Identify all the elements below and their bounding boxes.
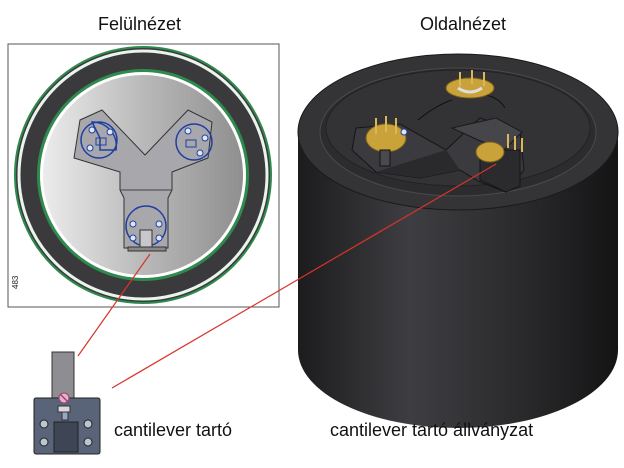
holder-closeup: [33, 351, 101, 455]
gold-holder-back: [445, 70, 495, 99]
side-view-title: Oldalnézet: [420, 14, 507, 34]
y-platform: [73, 109, 213, 249]
holder-caption: cantilever tartó: [114, 420, 233, 440]
gold-holder-left: [365, 116, 408, 167]
holder-stand-caption: cantilever tartó állványzat: [330, 420, 534, 440]
outer-green-ring: [14, 46, 272, 304]
gold-holder-right: [475, 134, 523, 163]
bottom-holder-mount: [125, 205, 167, 252]
right-holder-mount: [175, 123, 213, 161]
side-view-cylinder: [297, 53, 619, 428]
cylinder-body: [298, 132, 618, 428]
figure-id-label: 483: [11, 275, 20, 289]
top-view-panel: [7, 43, 280, 308]
pointer-line-top: [77, 253, 151, 357]
pointer-line-side: [111, 163, 497, 389]
left-holder-mount: [80, 121, 118, 159]
top-view-title: Felülnézet: [98, 14, 182, 34]
